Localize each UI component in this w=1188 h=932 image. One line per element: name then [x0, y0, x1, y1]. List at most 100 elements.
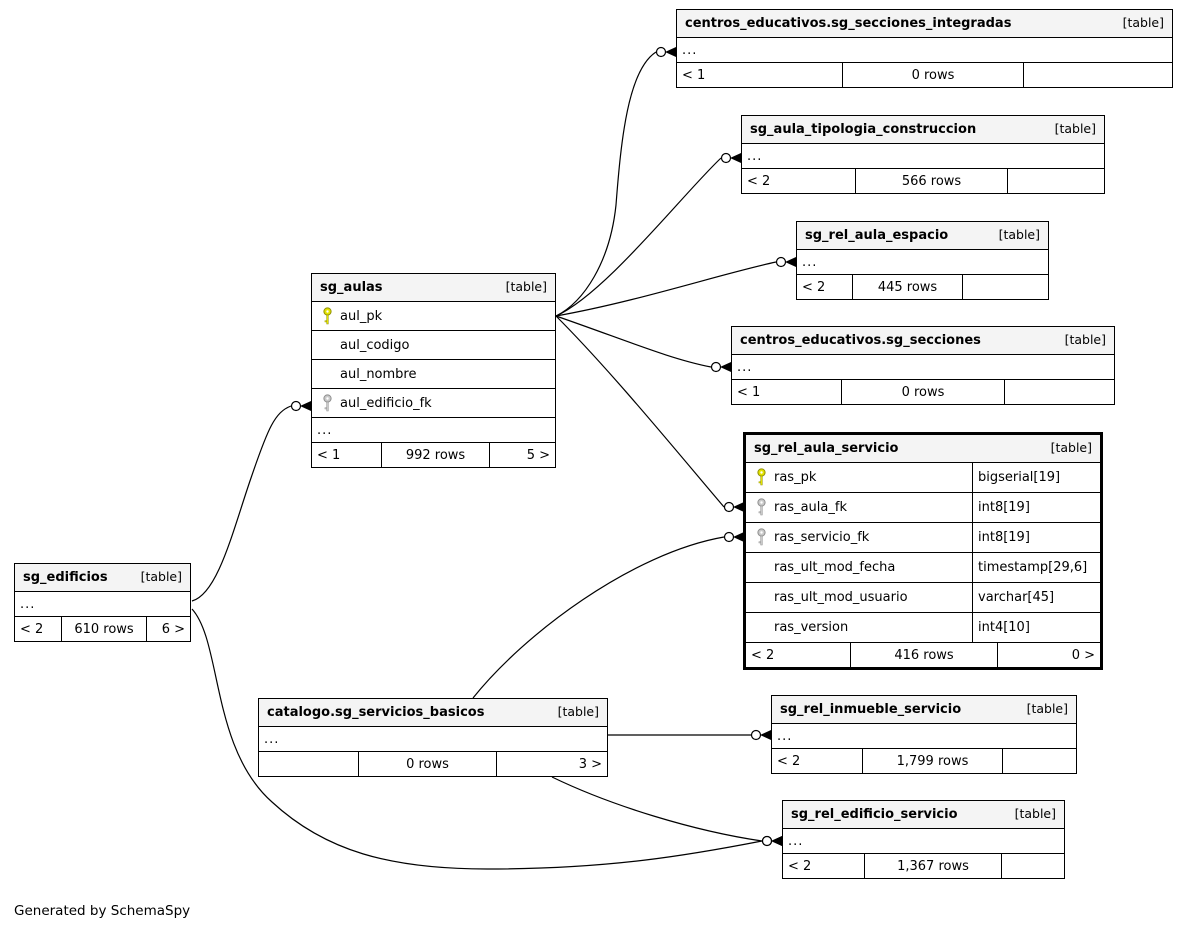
table-type-badge: [table]: [1064, 332, 1106, 348]
footer-rows-count: 0 rows: [358, 752, 496, 776]
foreign-key-icon: [756, 498, 767, 517]
table-node-sg_aulas[interactable]: sg_aulas[table]aul_pk aul_codigo aul_nombr…: [311, 273, 556, 468]
table-type-badge: [table]: [1054, 121, 1096, 137]
column-name-cell: ras_aula_fk: [746, 493, 972, 522]
edge-circle-icon: [710, 361, 722, 373]
column-row: ras_aula_fk int8[19]: [746, 493, 1100, 523]
table-node-catalogo.sg_servicios_basicos[interactable]: catalogo.sg_servicios_basicos[table]...0…: [258, 698, 608, 777]
footer-children-count: 6 >: [146, 617, 190, 641]
column-name: aul_codigo: [340, 337, 410, 353]
edge-arrowhead-icon: [733, 532, 744, 542]
edge-circle-icon: [761, 835, 773, 847]
column-type: int4[10]: [978, 620, 1030, 635]
footer-children-count: 5 >: [489, 443, 555, 467]
column-type-cell: varchar[45]: [972, 583, 1100, 612]
edge-arrowhead-icon: [733, 502, 744, 512]
column-row: aul_edificio_fk: [312, 389, 555, 418]
column-name-cell: aul_edificio_fk: [312, 389, 432, 417]
column-name-cell: ras_pk: [746, 463, 972, 492]
table-header: sg_edificios[table]: [15, 564, 190, 592]
footer-rows-count: 0 rows: [842, 63, 1023, 87]
relationship-edge: [472, 536, 725, 699]
column-row: ras_pk bigserial[19]: [746, 463, 1100, 493]
column-type: timestamp[29,6]: [978, 560, 1088, 575]
footer-parents-count: < 2: [777, 753, 801, 769]
table-type-badge: [table]: [557, 704, 599, 720]
table-type-badge: [table]: [1050, 440, 1092, 456]
key-icon-spacer: [322, 336, 333, 355]
table-header: centros_educativos.sg_secciones [table]: [732, 327, 1114, 355]
column-type: int8[19]: [978, 500, 1030, 515]
column-name: aul_nombre: [340, 366, 417, 382]
table-header: sg_rel_edificio_servicio[table]: [783, 801, 1064, 829]
footer-rows-count: 992 rows: [381, 443, 489, 467]
edge-arrowhead-icon: [720, 362, 731, 372]
footer-children-count: 0 >: [997, 643, 1100, 667]
table-node-centros_educativos.sg_secciones_integradas[interactable]: centros_educativos.sg_secciones_integrad…: [676, 9, 1173, 88]
table-name: centros_educativos.sg_secciones: [740, 333, 981, 348]
column-row: ras_servicio_fk int8[19]: [746, 523, 1100, 553]
footer-rows-count: 416 rows: [850, 643, 997, 667]
columns-ellipsis-row: ...: [15, 592, 190, 617]
edge-circle-icon: [750, 729, 762, 741]
column-row: ras_version int4[10]: [746, 613, 1100, 643]
footer-parents-count: < 2: [751, 647, 775, 663]
column-type: int8[19]: [978, 530, 1030, 545]
table-node-centros_educativos.sg_secciones[interactable]: centros_educativos.sg_secciones [table]..…: [731, 326, 1115, 405]
column-name-cell: ras_servicio_fk: [746, 523, 972, 552]
edge-circle-icon: [655, 46, 667, 58]
footer-parents-count: < 1: [737, 384, 761, 400]
edge-arrowhead-icon: [730, 153, 741, 163]
column-name: ras_ult_mod_usuario: [774, 590, 908, 605]
edge-circle-icon: [723, 501, 735, 513]
key-icon-spacer: [756, 558, 767, 577]
relationship-edge: [551, 776, 763, 842]
column-type-cell: bigserial[19]: [972, 463, 1100, 492]
footer-children-count: [1023, 63, 1172, 87]
table-name: sg_rel_aula_espacio: [805, 228, 949, 243]
columns-ellipsis-row: ...: [677, 38, 1172, 63]
column-row: ras_ult_mod_usuario varchar[45]: [746, 583, 1100, 613]
edge-circle-icon: [290, 400, 302, 412]
table-header: catalogo.sg_servicios_basicos[table]: [259, 699, 607, 727]
edge-arrowhead-icon: [300, 401, 311, 411]
column-name-cell: aul_nombre: [312, 360, 416, 388]
table-header: sg_rel_inmueble_servicio[table]: [772, 696, 1076, 724]
primary-key-icon: [756, 468, 767, 487]
foreign-key-icon: [756, 528, 767, 547]
column-row: aul_pk: [312, 302, 555, 331]
table-header: sg_aulas[table]: [312, 274, 555, 302]
column-type-cell: timestamp[29,6]: [972, 553, 1100, 582]
footer-parents-count: < 2: [20, 621, 44, 637]
footer-rows-count: 1,367 rows: [864, 854, 1001, 878]
column-type: bigserial[19]: [978, 470, 1061, 485]
columns-ellipsis-row: ...: [312, 418, 555, 443]
footer-rows-count: 0 rows: [841, 380, 1004, 404]
table-footer: < 2 566 rows: [742, 169, 1104, 193]
footer-rows-count: 566 rows: [855, 169, 1007, 193]
table-header: centros_educativos.sg_secciones_integrad…: [677, 10, 1172, 38]
table-type-badge: [table]: [1014, 806, 1056, 822]
edge-arrowhead-icon: [665, 47, 676, 57]
footer-children-count: 3 >: [496, 752, 607, 776]
columns-ellipsis-row: ...: [742, 144, 1104, 169]
table-node-sg_aula_tipologia_construccion[interactable]: sg_aula_tipologia_construccion[table]...…: [741, 115, 1105, 194]
edge-circle-icon: [775, 256, 787, 268]
column-name: ras_version: [774, 620, 849, 635]
column-type-cell: int8[19]: [972, 493, 1100, 522]
table-name: sg_rel_inmueble_servicio: [780, 702, 962, 717]
columns-ellipsis-row: ...: [732, 355, 1114, 380]
column-name: ras_servicio_fk: [774, 530, 870, 545]
footer-parents-count: < 2: [747, 173, 771, 189]
columns-ellipsis-row: ...: [259, 727, 607, 752]
column-name-cell: ras_ult_mod_usuario: [746, 583, 972, 612]
footer-parents-count: [259, 752, 358, 776]
